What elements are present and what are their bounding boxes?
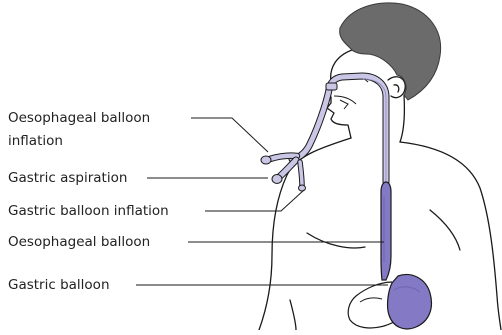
gastric-balloon (388, 275, 432, 329)
label-gastric-balloon: Gastric balloon (8, 276, 110, 294)
label-gastric-balloon-inflation: Gastric balloon inflation (8, 202, 169, 220)
label-gastric-aspiration: Gastric aspiration (8, 169, 127, 187)
leader-lines (136, 118, 388, 285)
tube-assembly (261, 76, 386, 191)
label-oesophageal-balloon: Oesophageal balloon (8, 233, 150, 251)
body-outline (259, 50, 501, 330)
label-oesophageal-balloon-inflation: Oesophageal balloon (8, 109, 150, 127)
oesophageal-balloon (381, 182, 391, 280)
label-oesophageal-balloon-inflation-line2: inflation (8, 132, 63, 150)
hair (340, 3, 441, 100)
